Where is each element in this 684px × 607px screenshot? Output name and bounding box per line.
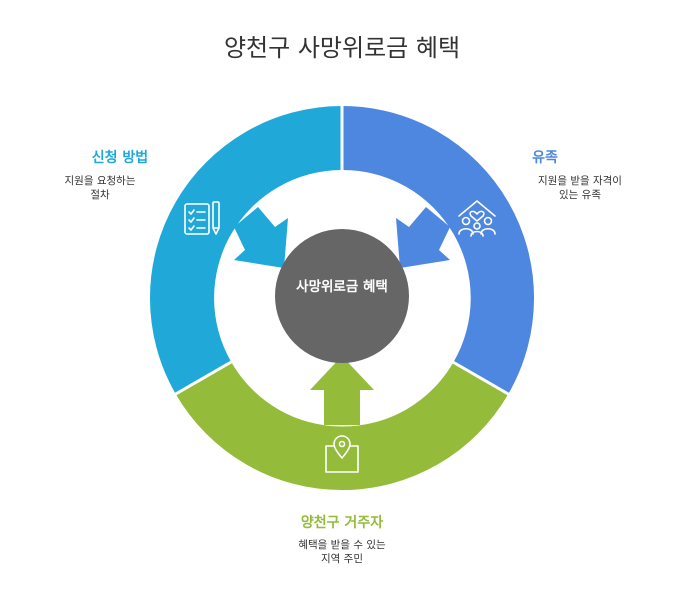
- checklist-icon: [184, 201, 220, 235]
- arrow-resident: [310, 356, 374, 425]
- center-circle: [275, 229, 409, 363]
- segment-resident: [175, 362, 509, 491]
- arrow-method: [234, 207, 288, 268]
- segment-method: [149, 106, 342, 394]
- segment-family: [342, 105, 535, 394]
- map-pin-icon: [325, 435, 359, 473]
- family-desc-line-2: 있는 유족: [559, 189, 601, 201]
- method-desc-line-1: 지원을 요청하는: [64, 175, 136, 187]
- page-title: 양천구 사망위로금 혜택: [223, 34, 461, 62]
- method-desc-line-2: 절차: [90, 189, 110, 201]
- method-title: 신청 방법: [91, 150, 149, 166]
- separator-line: [451, 360, 511, 397]
- resident-desc-line-1: 혜택을 받을 수 있는: [298, 539, 386, 551]
- family-title: 유족: [532, 150, 558, 166]
- resident-title: 양천구 거주자: [300, 515, 384, 531]
- family-house-icon: [458, 200, 496, 237]
- center-label: 사망위로금 혜택: [296, 279, 388, 295]
- separator-line: [173, 360, 233, 397]
- arrow-family: [396, 207, 450, 268]
- resident-desc-line-2: 지역 주민: [321, 553, 363, 565]
- family-desc-line-1: 지원을 받을 자격이: [538, 175, 622, 187]
